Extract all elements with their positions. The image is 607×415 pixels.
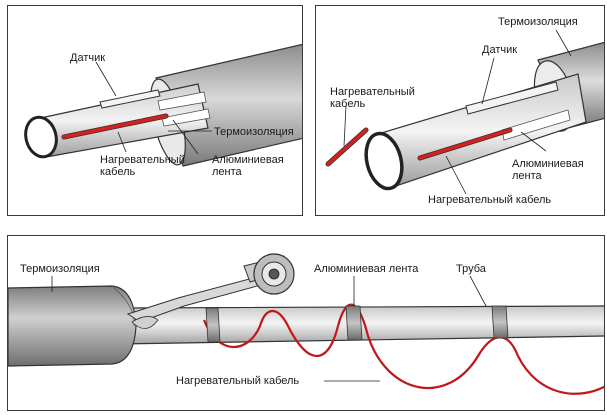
label-tape-line2: лента — [212, 166, 242, 178]
label-pipe: Труба — [456, 263, 486, 275]
label-tape-line2: лента — [512, 170, 542, 182]
sensor — [99, 89, 161, 109]
aluminium-tape — [205, 305, 509, 343]
heating-cable — [325, 127, 513, 167]
label-cable-line2: кабель — [330, 98, 366, 110]
label-tape: Алюминиевая лента — [314, 263, 419, 275]
panel-spiral-cable: Термоизоляция Алюминиевая лента Труба На… — [7, 235, 605, 411]
label-insulation: Термоизоляция — [20, 263, 100, 275]
insulation-sleeve — [8, 285, 137, 367]
label-cable-line1: Нагревательный — [330, 86, 415, 98]
label-insulation: Термоизоляция — [214, 126, 294, 138]
label-cable-line1: Нагревательный — [100, 154, 185, 166]
label-cable: Нагревательный кабель — [176, 375, 300, 387]
label-cable-line2: кабель — [100, 166, 136, 178]
panel-pipe-dual-cable: Термоизоляция Датчик Нагревательный кабе… — [315, 5, 605, 216]
pipe-single-cable-drawing — [24, 43, 302, 167]
panel-pipe-single-cable: Датчик Термоизоляция Нагревательный кабе… — [7, 5, 303, 216]
heating-cable — [61, 113, 169, 140]
spiral-cable-drawing — [8, 253, 604, 395]
label-sensor: Датчик — [70, 52, 106, 64]
sensor-head — [126, 253, 295, 329]
label-tape-line1: Алюминиевая — [512, 158, 584, 170]
leader-lines — [343, 29, 572, 195]
aluminium-tape — [501, 109, 571, 141]
label-sensor: Датчик — [482, 44, 518, 56]
pipe — [364, 73, 587, 191]
pipe-dual-cable-drawing — [325, 29, 604, 195]
label-tape-line1: Алюминиевая — [212, 154, 284, 166]
label-insulation: Термоизоляция — [498, 16, 578, 28]
sensor — [465, 81, 559, 115]
leader-lines — [51, 275, 487, 382]
leader-lines — [95, 61, 212, 155]
label-cable-bottom: Нагревательный кабель — [428, 194, 552, 206]
